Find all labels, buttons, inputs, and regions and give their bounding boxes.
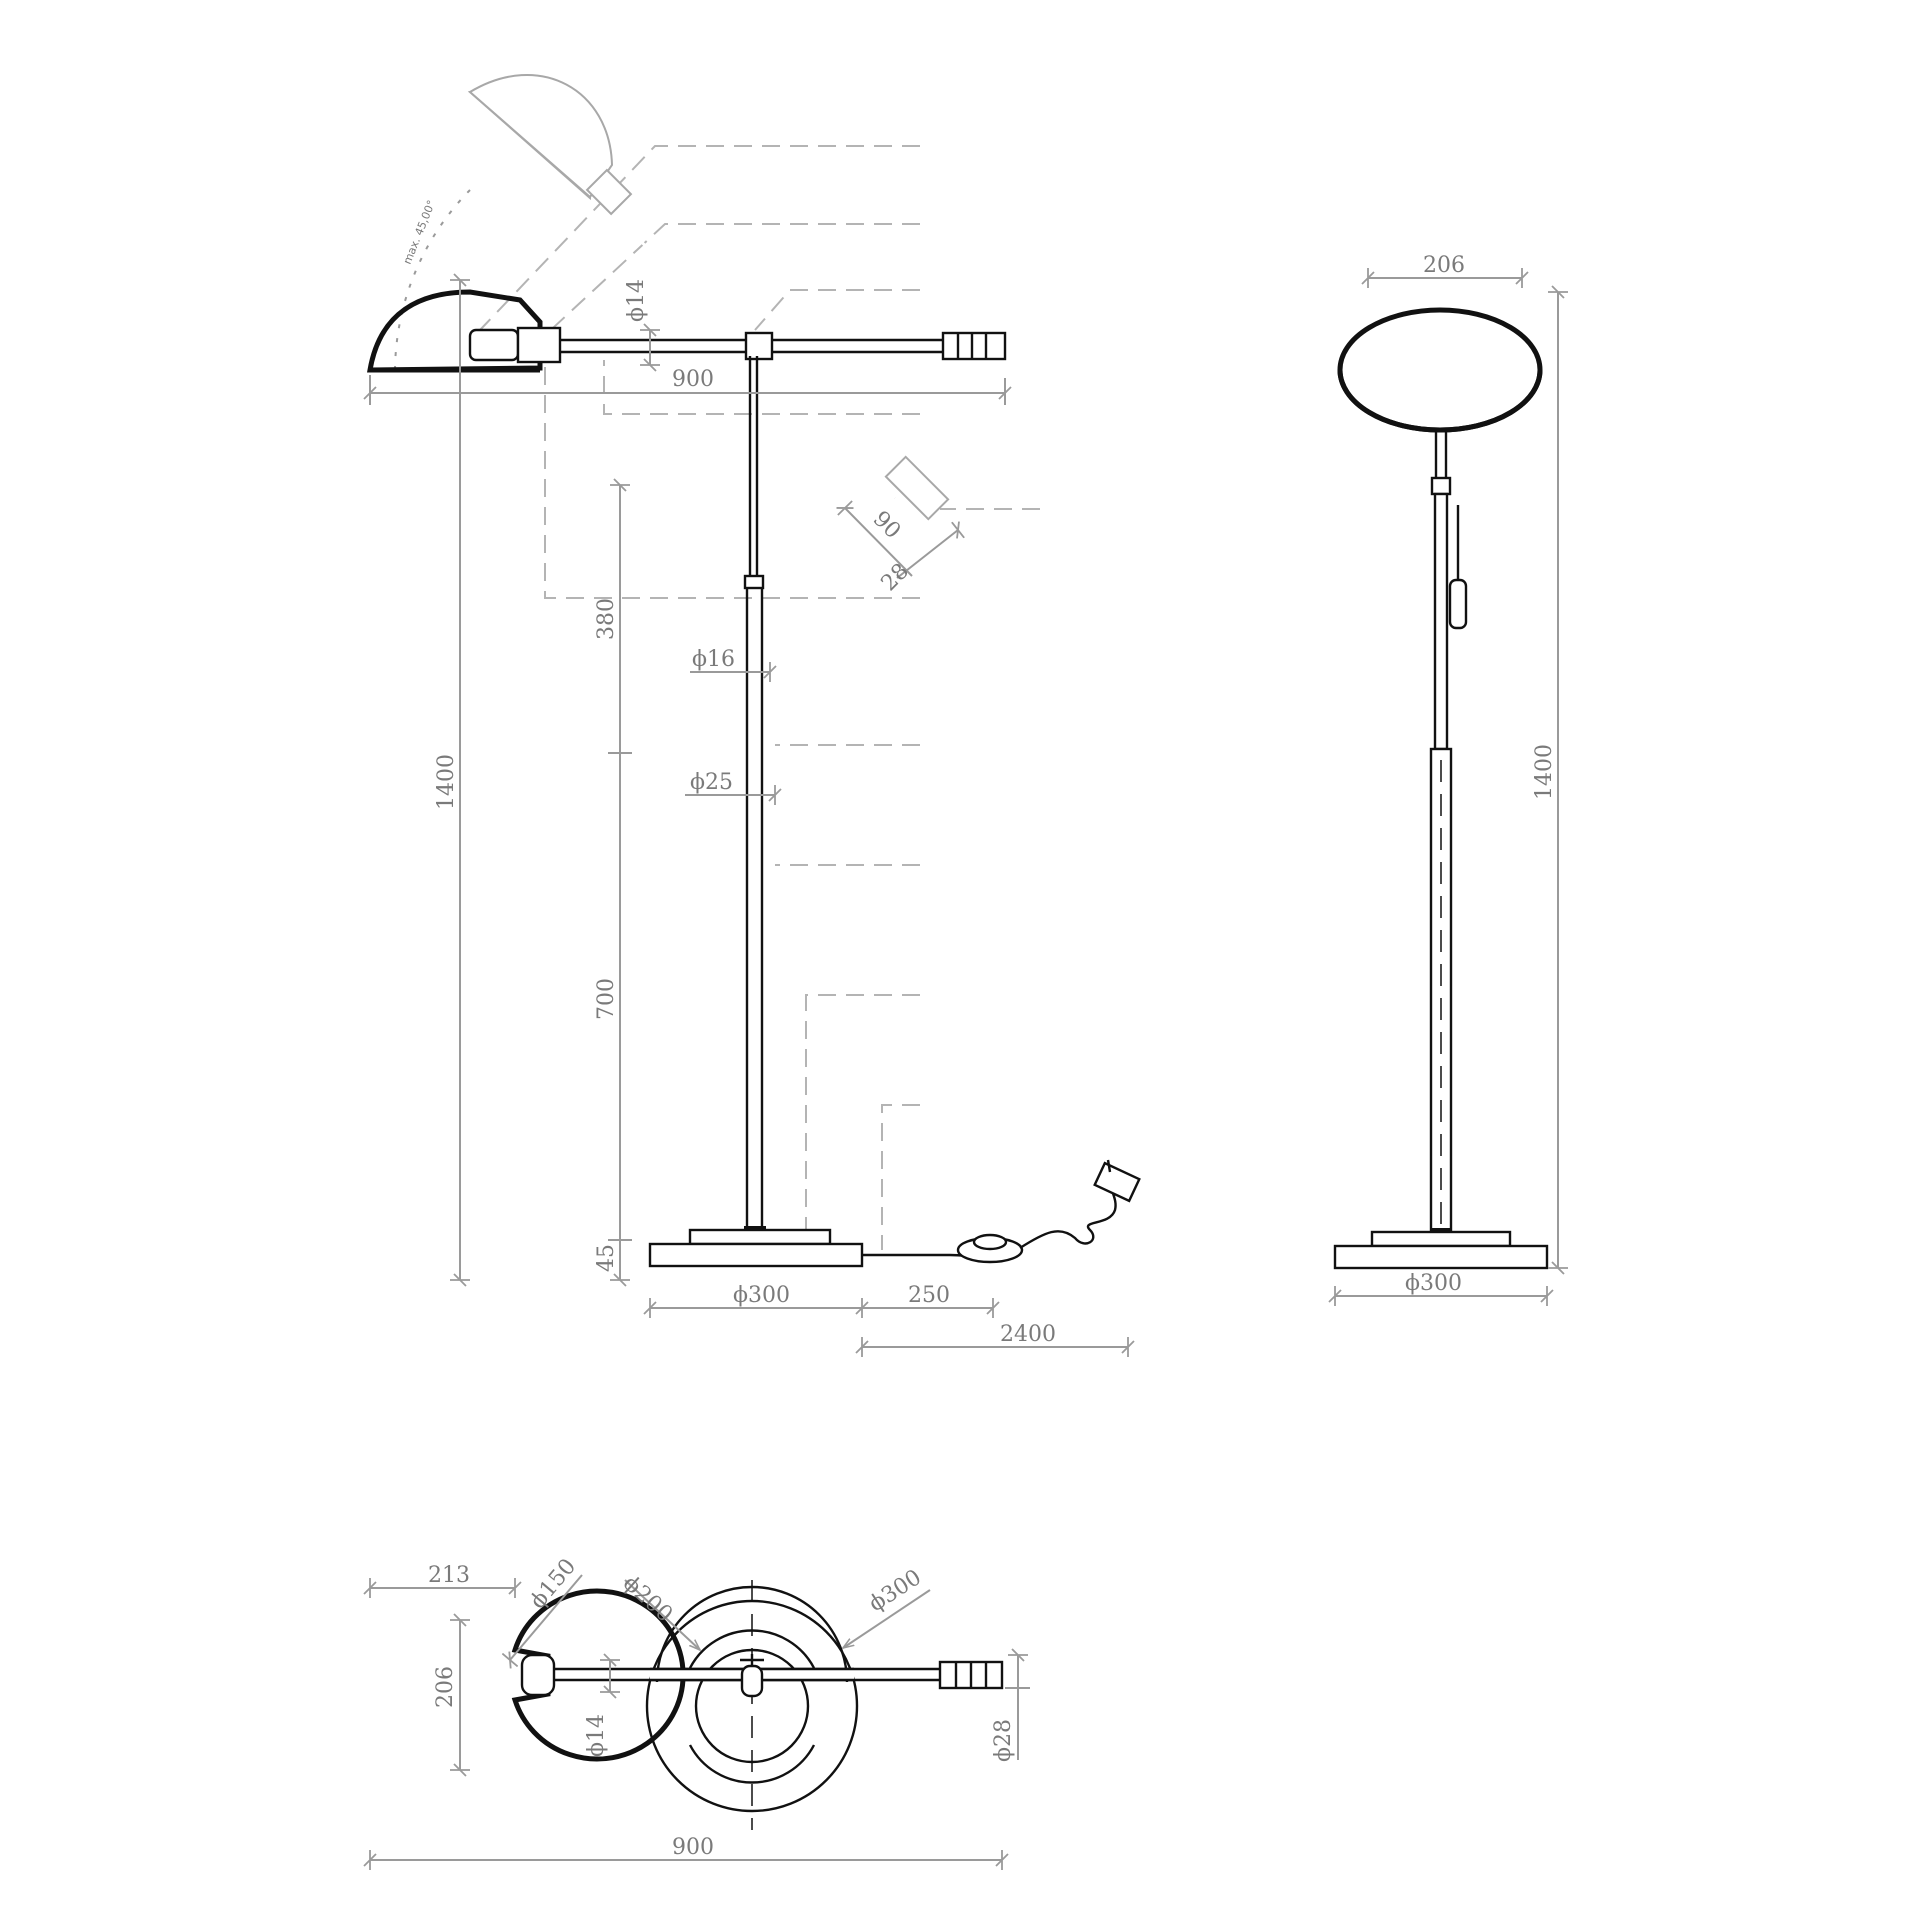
shade xyxy=(367,289,562,373)
front-total-height-label: 1400 xyxy=(1532,744,1557,800)
top-shade xyxy=(511,1588,686,1762)
counterweight-dia-label: 28 xyxy=(877,559,914,596)
counterweight xyxy=(941,331,1007,361)
bulb xyxy=(468,328,520,362)
tilted-shade-ghost: max. 45,00° xyxy=(394,74,950,521)
side-dimensions: ϕ14 900 90 28 1400 380 700 45 ϕ16 xyxy=(363,273,1135,1357)
side-view: max. 45,00° xyxy=(363,74,1141,1357)
top-weight-dia-label: ϕ28 xyxy=(991,1719,1016,1762)
top-shade-length-label: 213 xyxy=(428,1563,470,1588)
stem-dia-label: ϕ14 xyxy=(624,279,649,322)
front-dimensions: 206 1400 ϕ300 xyxy=(1328,253,1568,1306)
top-shade-width-label: 206 xyxy=(433,1666,458,1708)
pole xyxy=(743,356,765,1230)
base-height-label: 45 xyxy=(594,1244,619,1272)
leader-lines xyxy=(479,145,1040,1250)
plug xyxy=(1093,1161,1141,1203)
total-height-label: 1400 xyxy=(434,754,459,810)
lower-tube-label: 700 xyxy=(594,978,619,1020)
base-dia-label: ϕ300 xyxy=(733,1283,790,1308)
top-view: 213 206 ϕ150 ϕ200 ϕ300 ϕ14 ϕ28 900 xyxy=(363,1554,1030,1870)
top-arm-dia-label: ϕ14 xyxy=(584,1714,609,1757)
front-shade xyxy=(1337,307,1543,496)
front-base xyxy=(1333,1228,1549,1270)
cable-length-label: 2400 xyxy=(1000,1322,1056,1347)
upper-tube-dia-label: ϕ16 xyxy=(692,647,735,672)
top-socket xyxy=(520,1653,556,1697)
arm-length-label: 900 xyxy=(672,367,714,392)
tilt-angle-label: max. 45,00° xyxy=(401,198,439,266)
upper-tube-label: 380 xyxy=(594,598,619,640)
pivot-knuckle xyxy=(744,331,774,361)
switch-offset-label: 250 xyxy=(908,1283,950,1308)
base xyxy=(648,1226,864,1268)
collar xyxy=(743,574,765,590)
top-overall-length-label: 900 xyxy=(672,1835,714,1860)
lower-tube-dia-label: ϕ25 xyxy=(690,770,733,795)
counterweight-length-label: 90 xyxy=(868,507,905,544)
front-counterweight xyxy=(1448,578,1468,630)
arm xyxy=(560,331,1007,361)
top-base-rings xyxy=(645,1580,859,1830)
socket xyxy=(516,326,562,364)
front-shade-width-label: 206 xyxy=(1423,253,1465,278)
cable-switch xyxy=(862,1159,1141,1264)
front-base-dia-label: ϕ300 xyxy=(1405,1271,1462,1296)
top-pole xyxy=(740,1664,764,1698)
top-outer-ring-label: ϕ300 xyxy=(865,1565,926,1617)
front-pole xyxy=(1429,492,1468,1234)
front-view: 206 1400 ϕ300 xyxy=(1328,253,1568,1306)
